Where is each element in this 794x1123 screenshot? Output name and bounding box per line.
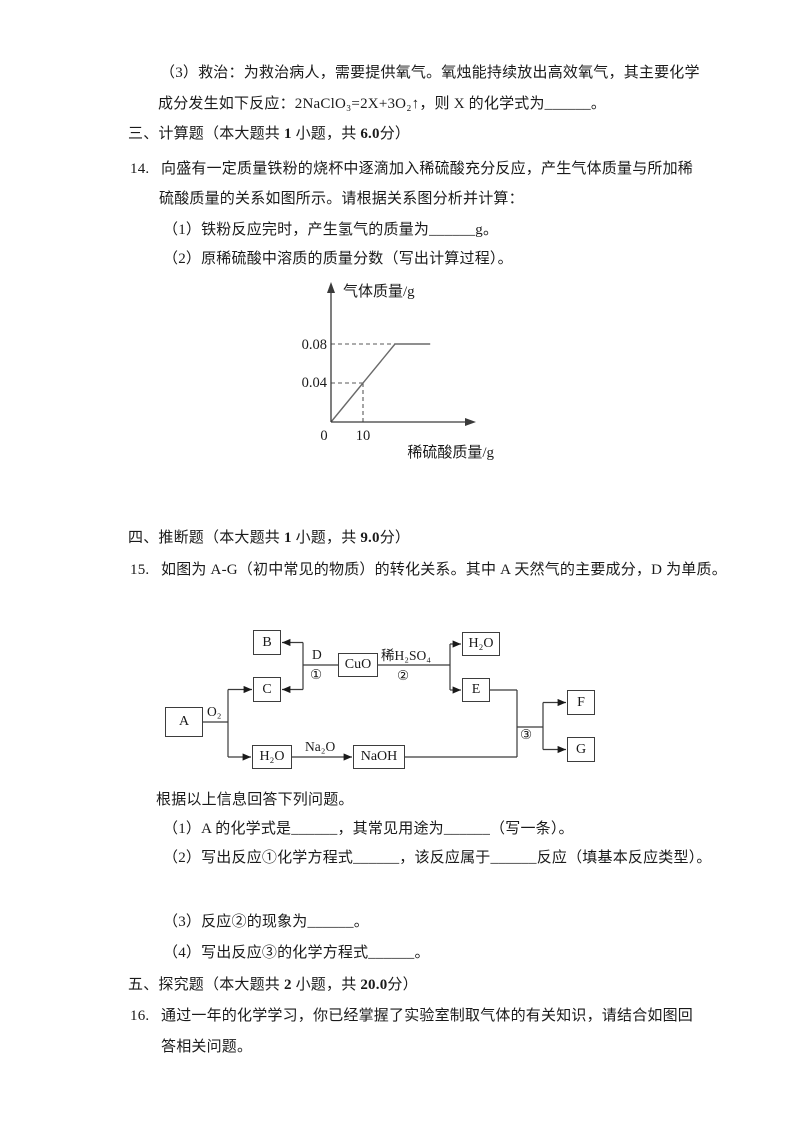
q15-lead-in: 根据以上信息回答下列问题。: [156, 792, 354, 808]
heading-count: 1: [283, 126, 292, 142]
q15-stem: 如图为 A-G（初中常见的物质）的转化关系。其中 A 天然气的主要成分，D 为单…: [161, 562, 727, 578]
gas-mass-chart: 气体质量/g 0.08 0.04 0 10 稀硫酸质量/g: [298, 280, 498, 460]
transformation-diagram: A B C H₂O CuO H₂O E F G NaOH O₂ D ① 稀H₂S…: [160, 622, 620, 780]
edge-label-o2: O₂: [207, 704, 222, 719]
heading-score: 20.0: [360, 977, 388, 993]
heading-text: 小题，共: [291, 530, 361, 546]
y-axis-arrow-icon: [327, 282, 335, 293]
chart-series-group: [330, 343, 431, 423]
heading-text: 分）: [387, 977, 418, 993]
q16-stem-line2: 答相关问题。: [161, 1039, 253, 1055]
heading-score: 6.0: [360, 126, 380, 142]
chart-svg: 气体质量/g 0.08 0.04 0 10 稀硫酸质量/g: [302, 282, 494, 460]
q15-part2: （2）写出反应①化学方程式______，该反应属于______反应（填基本反应类…: [163, 850, 712, 866]
box-c: C: [253, 677, 281, 702]
q15-part4: （4）写出反应③的化学方程式______。: [163, 945, 430, 961]
edge-label-step2: ②: [397, 668, 410, 683]
x-axis-arrow-icon: [465, 418, 476, 426]
q16-stem-line1: 通过一年的化学学习，你已经掌握了实验室制取气体的有关知识，请结合如图回: [161, 1008, 694, 1024]
edge-label-step3: ③: [520, 727, 533, 742]
box-h2o-bottom: H₂O: [252, 745, 292, 769]
box-f: F: [567, 690, 595, 715]
q14-stem-line1: 向盛有一定质量铁粉的烧杯中逐滴加入稀硫酸充分反应，产生气体质量与所加稀: [161, 161, 694, 177]
edge-label-na2o: Na₂O: [305, 739, 336, 754]
heading-text: 五、探究题（本大题共: [128, 977, 284, 993]
heading-text: 四、推断题（本大题共: [128, 530, 284, 546]
heading-count: 2: [283, 977, 292, 993]
box-g: G: [567, 737, 595, 762]
q14-part2: （2）原稀硫酸中溶质的质量分数（写出计算过程）。: [163, 251, 513, 267]
x-tick-10: 10: [356, 428, 371, 444]
edge-label-dilute-h2so4: 稀H₂SO₄: [381, 648, 431, 663]
x-axis-label: 稀硫酸质量/g: [407, 444, 494, 460]
chart-series-line: [330, 343, 431, 423]
q15-part3: （3）反应②的现象为______。: [163, 914, 369, 930]
section-heading-infer: 四、推断题（本大题共 1 小题，共 9.0分）: [128, 528, 410, 548]
q14-part1: （1）铁粉反应完时，产生氢气的质量为______g。: [163, 222, 499, 238]
box-e: E: [462, 678, 490, 702]
heading-count: 1: [283, 530, 292, 546]
box-h2o-top: H₂O: [462, 632, 500, 656]
diagram-svg: [203, 638, 566, 761]
edge-label-d: D: [312, 647, 322, 662]
q15-number: 15.: [130, 562, 150, 578]
q13-part3-line1: （3）救治：为救治病人，需要提供氧气。氧烛能持续放出高效氧气，其主要化学: [160, 65, 700, 81]
heading-text: 分）: [379, 126, 411, 142]
heading-text: 三、计算题（本大题共: [128, 126, 284, 142]
box-a: A: [165, 707, 203, 737]
box-naoh: NaOH: [353, 745, 405, 769]
section-heading-explore: 五、探究题（本大题共 2 小题，共 20.0分）: [128, 975, 418, 995]
q13-part3-line2: 成分发生如下反应：2NaClO₃=2X+3O₂↑，则 X 的化学式为______…: [158, 96, 607, 112]
section-heading-calc: 三、计算题（本大题共 1 小题，共 6.0分）: [128, 124, 410, 144]
q14-number: 14.: [130, 161, 150, 177]
heading-text: 小题，共: [291, 126, 361, 142]
edge-label-step1: ①: [310, 667, 323, 682]
box-b: B: [253, 630, 281, 655]
y-axis-label: 气体质量/g: [343, 283, 415, 300]
x-tick-0: 0: [320, 428, 327, 444]
y-tick-004: 0.04: [302, 375, 328, 391]
heading-text: 分）: [379, 530, 411, 546]
heading-score: 9.0: [360, 530, 380, 546]
heading-text: 小题，共: [291, 977, 361, 993]
q14-stem-line2: 硫酸质量的关系如图所示。请根据关系图分析并计算：: [159, 191, 524, 207]
y-tick-008: 0.08: [302, 337, 327, 353]
q16-number: 16.: [130, 1008, 150, 1024]
q15-part1: （1）A 的化学式是______，其常见用途为______（写一条）。: [163, 821, 574, 837]
box-cuo: CuO: [338, 653, 378, 677]
